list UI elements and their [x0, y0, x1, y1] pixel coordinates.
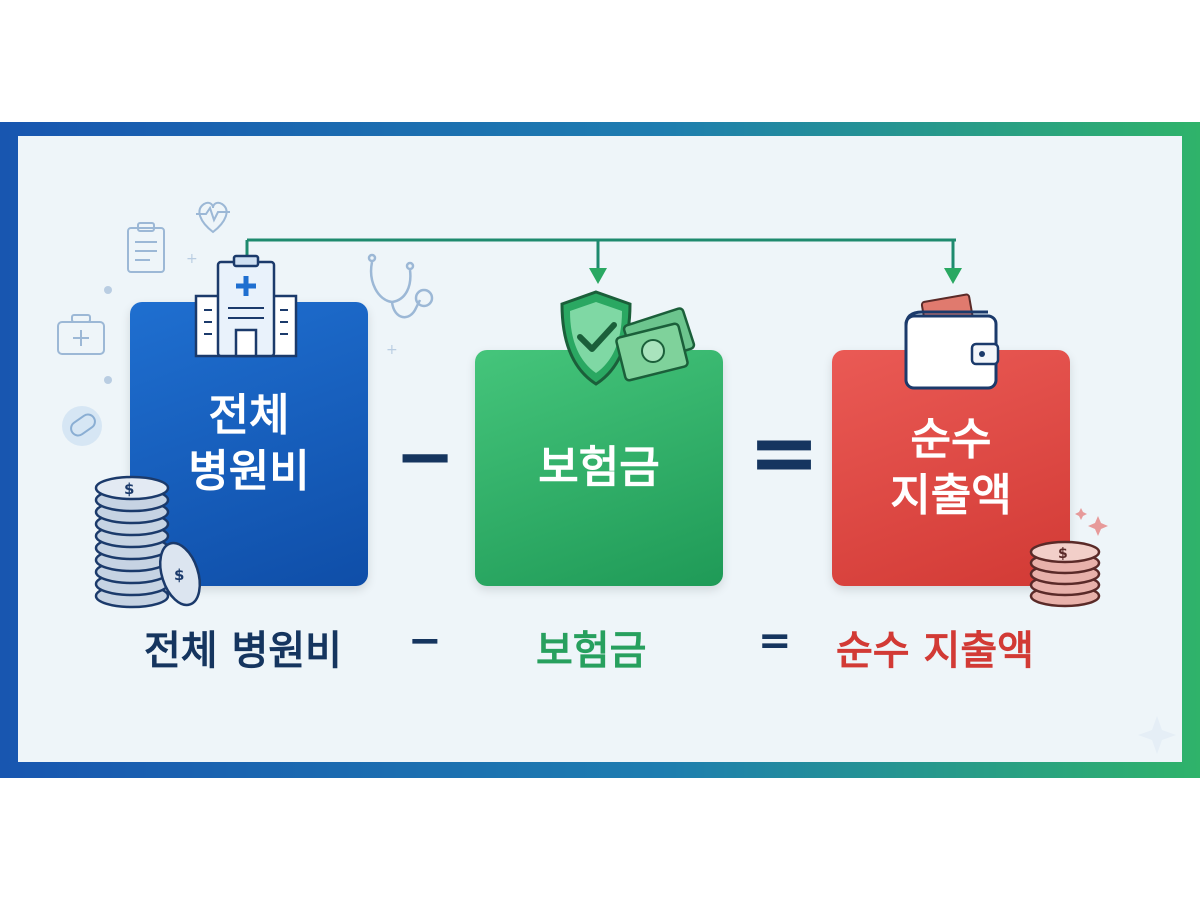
total-cost-box-label: 전체 병원비 — [188, 390, 310, 497]
equation-minus: − — [408, 618, 442, 664]
insurance-box-label: 보험금 — [538, 442, 660, 493]
shield-check-icon — [560, 290, 632, 386]
stethoscope-icon — [367, 253, 434, 319]
arrowheads — [589, 268, 962, 284]
clipboard-icon — [127, 222, 165, 273]
wallet-icon — [904, 293, 1000, 390]
svg-text:+: + — [186, 251, 198, 267]
svg-text:$: $ — [124, 480, 134, 498]
equation-net: 순수 지출액 — [836, 628, 1034, 674]
sparkle-icon — [1075, 508, 1108, 536]
minus-operator: − — [395, 414, 456, 498]
corner-star-icon — [1138, 716, 1176, 754]
cash-icon — [615, 307, 696, 382]
equation-insurance: 보험금 — [536, 628, 647, 674]
first-aid-kit-icon — [57, 314, 105, 355]
coin-stack-icon — [94, 475, 202, 609]
connector-arrows — [245, 238, 956, 272]
equals-operator: = — [748, 403, 821, 503]
decor-dots: + + — [104, 251, 398, 384]
heart-pulse-icon — [196, 201, 230, 234]
coin-dollar-sign: $ $ — [124, 480, 184, 584]
net-expense-box-label: 순수 지출액 — [890, 414, 1012, 521]
pill-icon — [62, 406, 102, 446]
svg-text:$: $ — [174, 566, 184, 584]
red-coin-stack-icon — [1029, 540, 1101, 608]
hospital-icon — [194, 254, 298, 358]
insurance-box: 보험금 — [475, 350, 723, 586]
red-coin-dollar-sign: $ — [1058, 546, 1068, 562]
equation-equals: = — [758, 618, 792, 664]
svg-text:+: + — [386, 342, 398, 358]
equation-total: 전체 병원비 — [144, 628, 342, 674]
